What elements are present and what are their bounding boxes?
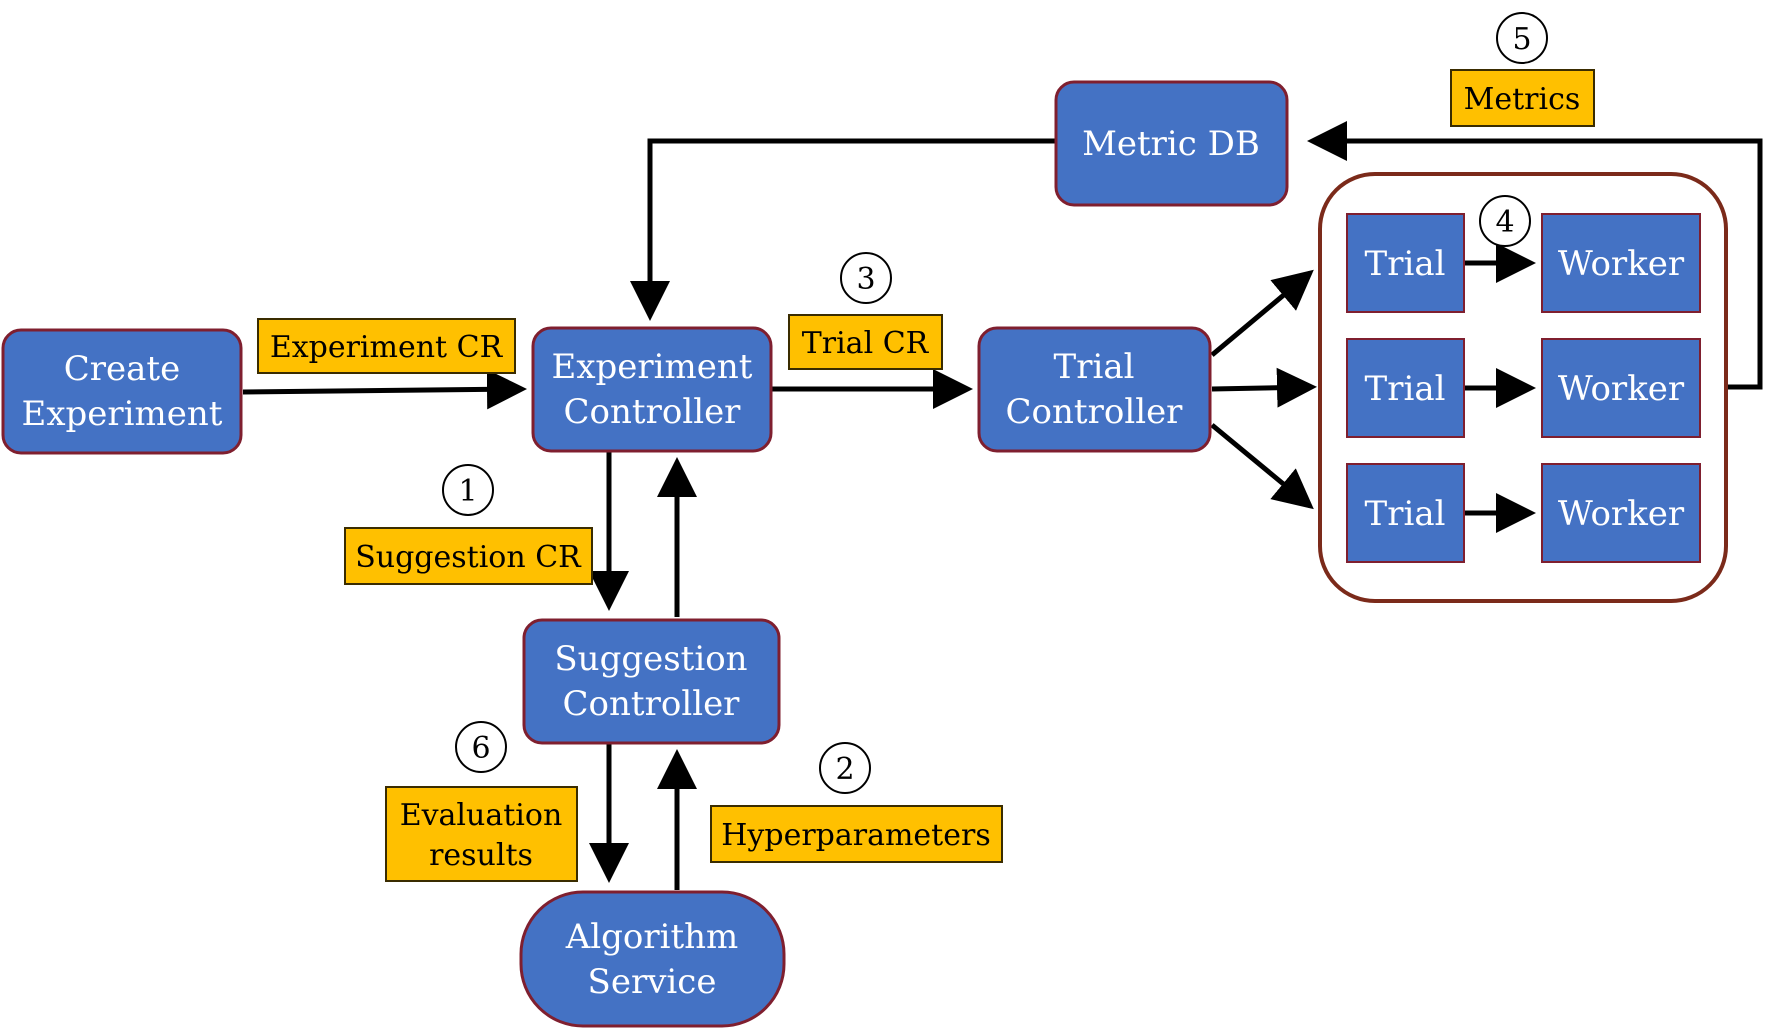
trial-worker-group [1318,172,1728,603]
metric-db-node[interactable]: Metric DB [1054,80,1289,207]
hyperparameters-label: Hyperparameters [710,805,1003,863]
step-5-number: 5 [1512,22,1531,57]
evaluation-results-label: Evaluation results [385,786,578,882]
step-6-marker: 6 [455,721,507,773]
edge-trial-controller-to-trial-1 [1210,269,1314,357]
hyperparameters-text: Hyperparameters [721,818,990,853]
step-6-number: 6 [471,731,490,766]
algorithm-service-label-line2: Service [588,962,717,1002]
step-4-number: 4 [1495,205,1514,240]
create-experiment-label-line2: Experiment [22,394,223,434]
trial-controller-node[interactable]: Trial Controller [977,326,1212,453]
metrics-text: Metrics [1464,82,1581,117]
suggestion-controller-label-line2: Controller [563,684,741,724]
trial-node-2[interactable]: Trial [1346,338,1465,438]
evaluation-results-line2: results [429,838,533,873]
trial-controller-label-line2: Controller [1006,392,1184,432]
step-3-number: 3 [856,262,875,297]
suggestion-controller-label-line1: Suggestion [554,639,747,679]
worker-3-label: Worker [1558,494,1685,534]
step-4-marker: 4 [1479,195,1531,247]
trial-node-3[interactable]: Trial [1346,463,1465,563]
trial-2-label: Trial [1365,369,1446,409]
step-2-number: 2 [835,752,854,787]
metric-db-label: Metric DB [1082,124,1260,164]
edge-workers-to-metric-db [1307,121,1763,390]
step-1-marker: 1 [442,464,494,516]
trial-node-1[interactable]: Trial [1346,213,1465,313]
edges [242,121,1763,890]
algorithm-service-label-line1: Algorithm [565,917,739,957]
edge-metric-db-to-experiment-controller [630,138,1055,321]
experiment-cr-text: Experiment CR [270,330,504,365]
create-experiment-node[interactable]: Create Experiment [1,328,243,455]
step-5-marker: 5 [1496,12,1548,64]
create-experiment-label-line1: Create [64,349,180,389]
experiment-cr-label: Experiment CR [257,318,516,374]
worker-1-label: Worker [1558,244,1685,284]
experiment-controller-label-line1: Experiment [552,347,753,387]
trial-cr-text: Trial CR [802,326,930,361]
experiment-controller-node[interactable]: Experiment Controller [531,326,773,453]
evaluation-results-line1: Evaluation [400,798,563,833]
trial-3-label: Trial [1365,494,1446,534]
experiment-controller-label-line2: Controller [564,392,742,432]
trial-controller-label-line1: Trial [1054,347,1135,387]
step-1-number: 1 [458,474,477,509]
step-2-marker: 2 [819,742,871,794]
step-3-marker: 3 [840,252,892,304]
worker-node-3[interactable]: Worker [1541,463,1701,563]
suggestion-controller-node[interactable]: Suggestion Controller [522,618,781,745]
edge-trial-controller-to-trial-3 [1210,423,1314,510]
algorithm-service-node[interactable]: Algorithm Service [519,890,786,1028]
suggestion-cr-text: Suggestion CR [355,540,582,575]
trial-1-label: Trial [1365,244,1446,284]
worker-2-label: Worker [1558,369,1685,409]
worker-node-2[interactable]: Worker [1541,338,1701,438]
trial-cr-label: Trial CR [788,314,943,370]
edge-trial-controller-to-trial-2 [1211,367,1317,408]
edge-create-to-experiment-controller [242,369,527,410]
suggestion-cr-label: Suggestion CR [344,527,593,585]
metrics-label: Metrics [1450,69,1595,127]
worker-node-1[interactable]: Worker [1541,213,1701,313]
